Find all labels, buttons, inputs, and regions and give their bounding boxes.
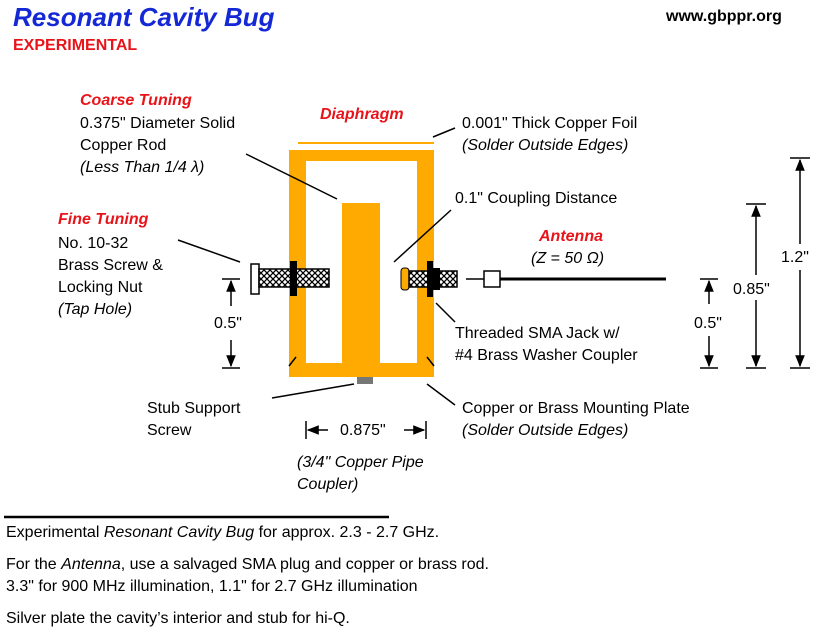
caption-line2-a: For the <box>6 556 62 573</box>
coarse-tuning-line3: (Less Than 1/4 λ) <box>80 159 205 176</box>
fine-tuning-title: Fine Tuning <box>58 211 149 228</box>
stub-line2: Screw <box>147 422 192 439</box>
leader-plate <box>426 383 456 406</box>
leader-foil <box>432 127 456 138</box>
plate-bevel-left <box>288 356 297 367</box>
coarse-tuning-line2: Copper Rod <box>80 137 167 154</box>
caption-line2: For the Antenna, use a salvaged SMA plug… <box>6 555 489 575</box>
dim-left-label: 0.5" <box>214 315 242 332</box>
sma-jack-nut <box>427 261 433 297</box>
pipe-line1: (3/4" Copper Pipe <box>297 454 424 471</box>
cavity-wall-left <box>289 150 306 376</box>
coarse-tuning-line1: 0.375" Diameter Solid <box>80 115 236 132</box>
leader-sma <box>435 302 456 323</box>
plate-line2: (Solder Outside Edges) <box>462 422 629 439</box>
fine-tuning-line3: Locking Nut <box>58 279 143 296</box>
dim-width-label: 0.875" <box>340 422 386 439</box>
pipe-line2: Coupler) <box>297 476 359 493</box>
screw-head <box>250 263 260 295</box>
caption-line1-b: Resonant Cavity Bug <box>103 524 255 541</box>
dim-12-label: 1.2" <box>781 249 809 266</box>
foil-line1: 0.001" Thick Copper Foil <box>462 115 638 132</box>
website-label: www.gbppr.org <box>666 8 782 25</box>
foil-line2: (Solder Outside Edges) <box>462 137 629 154</box>
caption-line3: 3.3" for 900 MHz illumination, 1.1" for … <box>6 578 418 595</box>
sma-line1: Threaded SMA Jack w/ <box>455 325 620 342</box>
leader-coarse <box>245 153 338 200</box>
fine-tuning-line2: Brass Screw & <box>58 257 163 274</box>
cavity-top <box>289 150 434 161</box>
caption-line1-a: Experimental <box>6 524 104 541</box>
fine-tuning-line1: No. 10-32 <box>58 235 129 252</box>
page-title: Resonant Cavity Bug <box>13 2 275 32</box>
diaphragm-foil <box>298 142 434 144</box>
cavity-wall-right <box>417 150 434 376</box>
leader-fine <box>177 239 241 263</box>
stub-line1: Stub Support <box>147 400 241 417</box>
coarse-tuning-rod <box>342 203 380 366</box>
diaphragm-title: Diaphragm <box>320 106 404 123</box>
plate-bevel-right <box>426 356 435 367</box>
dim-085-label: 0.85" <box>733 281 770 298</box>
plate-line1: Copper or Brass Mounting Plate <box>462 400 690 417</box>
page-subtitle: EXPERIMENTAL <box>13 37 138 54</box>
antenna-plug <box>483 270 501 288</box>
caption-line4: Silver plate the cavity’s interior and s… <box>6 610 350 627</box>
leader-coupling <box>393 209 452 263</box>
caption-line2-c: , use a salvaged SMA plug and copper or … <box>120 556 489 573</box>
sma-line2: #4 Brass Washer Coupler <box>455 347 638 364</box>
sma-coupler-washer <box>400 267 410 291</box>
sma-flange <box>433 268 440 290</box>
locking-nut <box>290 261 297 296</box>
coarse-tuning-title: Coarse Tuning <box>80 92 192 109</box>
caption-line2-b: Antenna <box>61 556 121 573</box>
antenna-impedance: (Z = 50 Ω) <box>531 250 605 267</box>
fine-tuning-line4: (Tap Hole) <box>58 301 133 318</box>
caption-line1-c: for approx. 2.3 - 2.7 GHz. <box>254 524 440 541</box>
coupling-distance-label: 0.1" Coupling Distance <box>455 190 618 207</box>
dim-right-label: 0.5" <box>694 315 722 332</box>
antenna-title: Antenna <box>539 228 603 245</box>
leader-stub <box>271 383 355 399</box>
stub-support-screw <box>357 377 373 384</box>
mounting-plate <box>289 363 434 377</box>
caption-line1: Experimental Resonant Cavity Bug for app… <box>6 523 439 543</box>
